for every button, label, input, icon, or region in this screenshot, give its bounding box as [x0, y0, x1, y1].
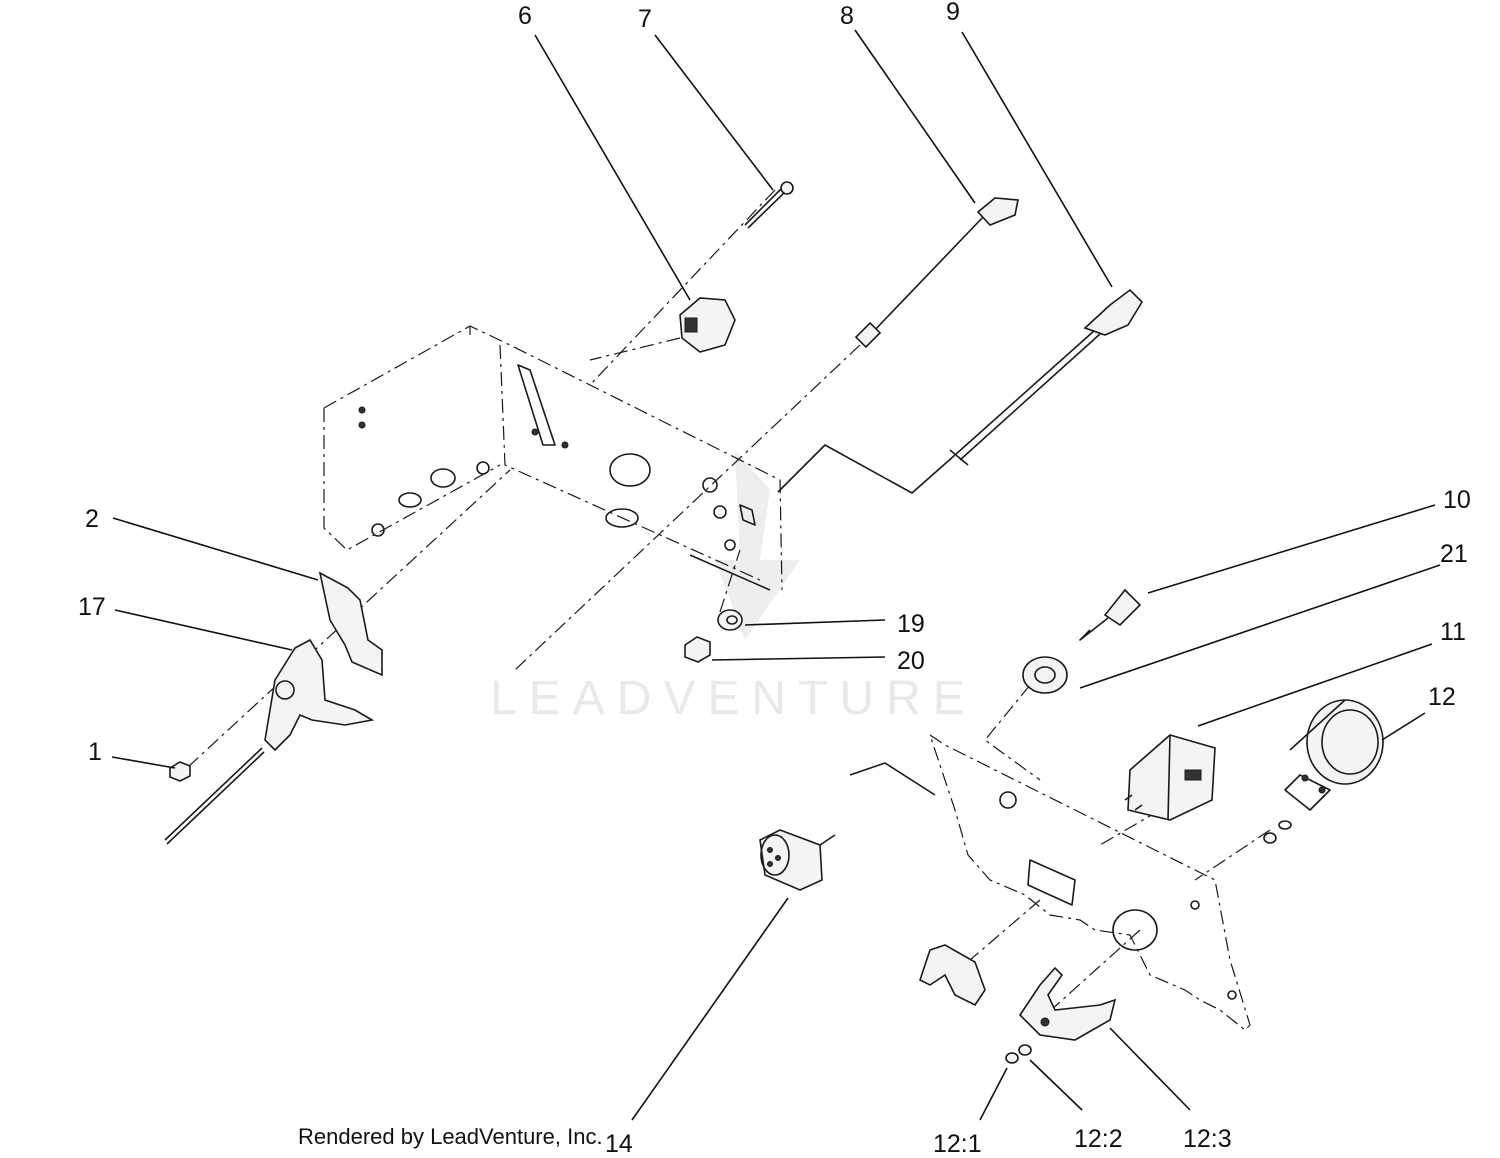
part-12-2-lockwasher — [1018, 1044, 1032, 1056]
callout-12-1: 12:1 — [933, 1130, 982, 1158]
part-14-switch — [759, 829, 836, 891]
callout-19: 19 — [897, 610, 925, 638]
mounting-clip — [919, 944, 986, 1007]
callout-2: 2 — [85, 505, 99, 533]
part-17-lever — [164, 638, 375, 845]
callout-labels: 6 7 8 9 2 17 1 19 20 10 21 11 12 14 12:1… — [78, 0, 1471, 1158]
part-12-3-bracket — [1018, 966, 1117, 1041]
part-9-cable — [949, 288, 1144, 466]
callout-12-2: 12:2 — [1074, 1125, 1123, 1153]
part-21-bezel — [1022, 656, 1068, 694]
part-10-key — [1079, 588, 1142, 641]
callout-12-3: 12:3 — [1183, 1125, 1232, 1153]
part-11-hourmeter — [1124, 734, 1216, 821]
render-credit: Rendered by LeadVenture, Inc. — [298, 1124, 603, 1149]
callout-20: 20 — [897, 647, 925, 675]
part-19-washer — [717, 609, 743, 631]
part-12-gauge — [1263, 699, 1384, 844]
callout-11: 11 — [1440, 618, 1466, 646]
callout-1: 1 — [88, 738, 102, 766]
callout-17: 17 — [78, 593, 106, 621]
part-2-plate — [318, 571, 383, 677]
callout-12: 12 — [1428, 683, 1456, 711]
callout-6: 6 — [518, 2, 532, 30]
watermark-logo-icon — [715, 450, 800, 640]
part-8-cable — [854, 197, 1019, 349]
part-1-nut — [169, 761, 191, 782]
callout-14: 14 — [605, 1130, 633, 1158]
part-12-1-washer — [1005, 1052, 1019, 1064]
callout-7: 7 — [638, 5, 652, 33]
dash-bracket — [323, 325, 783, 591]
callout-9: 9 — [946, 0, 960, 26]
part-6-knob — [679, 297, 736, 353]
callout-21: 21 — [1440, 540, 1468, 568]
watermark-text: LEADVENTURE — [490, 672, 977, 725]
part-20-nut — [684, 636, 711, 663]
cable-routes — [777, 444, 956, 796]
leader-lines — [111, 29, 1441, 1121]
part-7-screw — [744, 181, 794, 229]
control-panel — [928, 733, 1251, 1031]
callout-10: 10 — [1443, 486, 1471, 514]
callout-8: 8 — [840, 2, 854, 30]
